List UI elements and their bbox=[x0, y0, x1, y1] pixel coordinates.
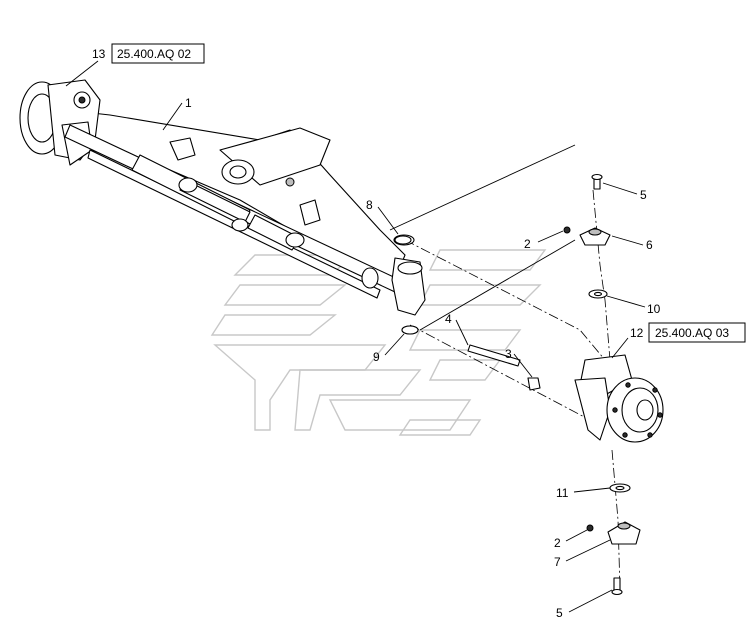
callout-label-3: 3 bbox=[505, 347, 512, 361]
callout-5-lower: 5 bbox=[556, 589, 613, 620]
reference-label-right-hub: 25.400.AQ 03 bbox=[655, 326, 729, 340]
callout-5-upper: 5 bbox=[602, 182, 647, 202]
callout-label-4: 4 bbox=[445, 312, 452, 326]
left-axle-end-assembly bbox=[19, 79, 101, 166]
callout-label-7: 7 bbox=[554, 555, 561, 569]
reference-box-right-hub bbox=[648, 322, 746, 343]
callout-label-8: 8 bbox=[366, 198, 373, 212]
callout-4: 4 bbox=[445, 312, 469, 346]
callout-label-9: 9 bbox=[373, 350, 380, 364]
callout-12: 12 25.400.AQ 03 bbox=[611, 322, 746, 359]
reference-label-left-axle-end: 25.400.AQ 02 bbox=[117, 47, 191, 61]
callout-7: 7 bbox=[554, 539, 611, 569]
callout-13: 13 25.400.AQ 02 bbox=[65, 43, 205, 87]
steering-cylinder-and-tie-rods bbox=[64, 124, 401, 299]
callout-1: 1 bbox=[162, 96, 192, 131]
explode-centerlines bbox=[389, 144, 621, 591]
callout-label-10: 10 bbox=[647, 302, 661, 316]
callout-label-2-lower: 2 bbox=[554, 536, 561, 550]
reference-box-left-axle-end bbox=[111, 43, 205, 64]
callout-label-6: 6 bbox=[646, 238, 653, 252]
callout-3: 3 bbox=[505, 347, 533, 378]
callout-label-2-upper: 2 bbox=[524, 237, 531, 251]
front-axle-beam bbox=[59, 109, 406, 281]
callout-2-upper: 2 bbox=[524, 230, 564, 251]
steering-knuckle-hub bbox=[574, 354, 664, 443]
callout-9: 9 bbox=[373, 333, 405, 364]
callout-label-11: 11 bbox=[556, 486, 569, 500]
callout-2-lower: 2 bbox=[554, 529, 588, 550]
callout-11: 11 bbox=[556, 486, 611, 500]
callout-label-13: 13 bbox=[92, 47, 106, 61]
callout-label-1: 1 bbox=[185, 96, 192, 110]
callout-8: 8 bbox=[366, 198, 399, 235]
hardware-items bbox=[394, 173, 641, 596]
callout-label-5-lower: 5 bbox=[556, 606, 563, 620]
callout-label-5-upper: 5 bbox=[640, 188, 647, 202]
callout-label-12: 12 bbox=[630, 326, 644, 340]
callout-10: 10 bbox=[606, 295, 661, 316]
watermark-logo bbox=[210, 249, 547, 436]
callout-6: 6 bbox=[611, 235, 653, 252]
